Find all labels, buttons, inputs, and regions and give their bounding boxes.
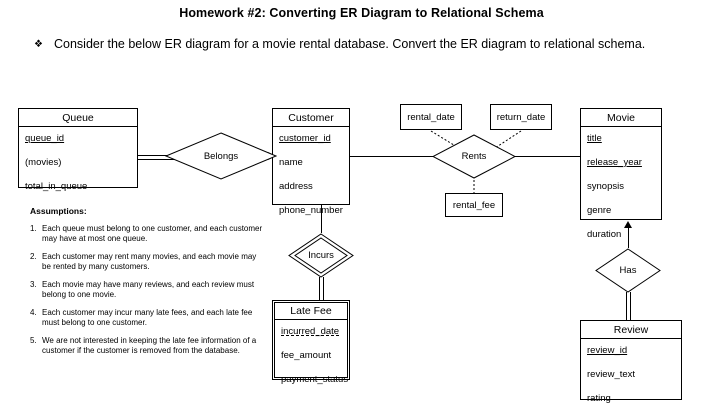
attribute-movie-duration: duration [587, 229, 622, 240]
connector-has-movie [628, 228, 629, 248]
attribute-late-fee-payment-status: payment_status [281, 374, 349, 385]
connector-rents-movie [513, 156, 580, 157]
assumption-text: Each customer may rent many movies, and … [42, 252, 257, 271]
assumption-item: 5. We are not interested in keeping the … [30, 336, 266, 355]
relationship-belongs-label: Belongs [203, 150, 239, 162]
assumptions-title: Assumptions: [30, 206, 87, 216]
attribute-movie-title: title [587, 133, 602, 144]
rents-diamond-shape [432, 134, 516, 179]
connector-incurs-latefee [319, 277, 324, 301]
relationship-belongs[interactable]: Belongs [165, 132, 277, 180]
attribute-queue-movies: (movies) [25, 157, 62, 168]
assumption-text: We are not interested in keeping the lat… [42, 336, 257, 355]
entity-review[interactable]: Review review_id review_text rating [580, 320, 682, 404]
assumption-number: 5. [30, 336, 37, 345]
instruction-text: Consider the below ER diagram for a movi… [54, 37, 646, 51]
attribute-review-id: review_id [587, 345, 628, 356]
attribute-review-rating: rating [587, 393, 611, 404]
assumption-text: Each movie may have many reviews, and ea… [42, 280, 255, 299]
relationship-rents-label: Rents [461, 151, 487, 162]
entity-late-fee-name: Late Fee [275, 303, 347, 320]
attribute-movie-release-year: release_year [587, 157, 642, 168]
entity-movie-name: Movie [581, 109, 661, 127]
relationship-incurs[interactable]: Incurs [288, 233, 354, 278]
assumption-text: Each queue must belong to one customer, … [42, 224, 263, 243]
attribute-queue-id: queue_id [25, 133, 65, 144]
attribute-rental-date-label: rental_date [407, 111, 455, 123]
assumptions-block: Assumptions: 1. Each queue must belong t… [30, 206, 266, 364]
attribute-queue-total-in-queue: total_in_queue [25, 181, 88, 192]
arrow-has-movie [624, 221, 632, 228]
entity-queue-name: Queue [19, 109, 137, 127]
entity-late-fee-attributes: incurred_date fee_amount payment_status [275, 320, 349, 392]
connector-has-review [626, 292, 631, 320]
attribute-box-rental-date[interactable]: rental_date [400, 104, 462, 130]
assumption-number: 1. [30, 224, 37, 233]
connector-customer-rents [350, 156, 435, 157]
assumption-number: 3. [30, 280, 37, 289]
entity-late-fee[interactable]: Late Fee incurred_date fee_amount paymen… [272, 300, 350, 385]
assumption-item: 2. Each customer may rent many movies, a… [30, 252, 266, 271]
entity-queue-attributes: queue_id (movies) total_in_queue [19, 127, 137, 199]
attribute-late-fee-incurred-date: incurred_date [281, 326, 340, 337]
bullet-diamond-icon: ❖ [34, 39, 43, 50]
attribute-return-date-label: return_date [496, 111, 546, 123]
incurs-diamond-shape [288, 233, 354, 278]
assumption-item: 3. Each movie may have many reviews, and… [30, 280, 266, 299]
relationship-has-label: Has [619, 265, 637, 276]
page-title: Homework #2: Converting ER Diagram to Re… [179, 6, 544, 20]
attribute-customer-id: customer_id [279, 133, 331, 144]
attribute-customer-phone-number: phone_number [279, 205, 343, 216]
relationship-has[interactable]: Has [595, 248, 661, 293]
entity-movie-attributes: title release_year synopsis genre durati… [581, 127, 661, 247]
er-diagram: Queue queue_id (movies) total_in_queue C… [18, 104, 682, 404]
attribute-box-return-date[interactable]: return_date [490, 104, 552, 130]
belongs-diamond-shape [165, 132, 277, 180]
entity-review-attributes: review_id review_text rating [581, 339, 681, 411]
attribute-late-fee-fee-amount: fee_amount [281, 350, 332, 361]
assumption-number: 4. [30, 308, 37, 317]
relationship-incurs-label: Incurs [308, 250, 334, 261]
entity-queue[interactable]: Queue queue_id (movies) total_in_queue [18, 108, 138, 192]
entity-customer[interactable]: Customer customer_id name address phone_… [272, 108, 350, 216]
attribute-customer-address: address [279, 181, 313, 192]
attribute-customer-name: name [279, 157, 303, 168]
assumption-item: 4. Each customer may incur many late fee… [30, 308, 266, 327]
attribute-box-rental-fee[interactable]: rental_fee [445, 193, 503, 217]
connector-incurs-customer [321, 205, 322, 233]
attribute-movie-synopsis: synopsis [587, 181, 624, 192]
has-diamond-shape [595, 248, 661, 293]
entity-review-name: Review [581, 321, 681, 339]
attribute-movie-genre: genre [587, 205, 612, 216]
assumption-number: 2. [30, 252, 37, 261]
assumption-text: Each customer may incur many late fees, … [42, 308, 253, 327]
entity-customer-name: Customer [273, 109, 349, 127]
entity-movie[interactable]: Movie title release_year synopsis genre … [580, 108, 662, 240]
entity-customer-attributes: customer_id name address phone_number [273, 127, 349, 223]
attribute-review-text: review_text [587, 369, 636, 380]
attribute-rental-fee-label: rental_fee [452, 199, 496, 211]
assumption-item: 1. Each queue must belong to one custome… [30, 224, 266, 243]
relationship-rents[interactable]: Rents [432, 134, 516, 179]
instruction-bullet: ❖ Consider the below ER diagram for a mo… [34, 36, 694, 53]
